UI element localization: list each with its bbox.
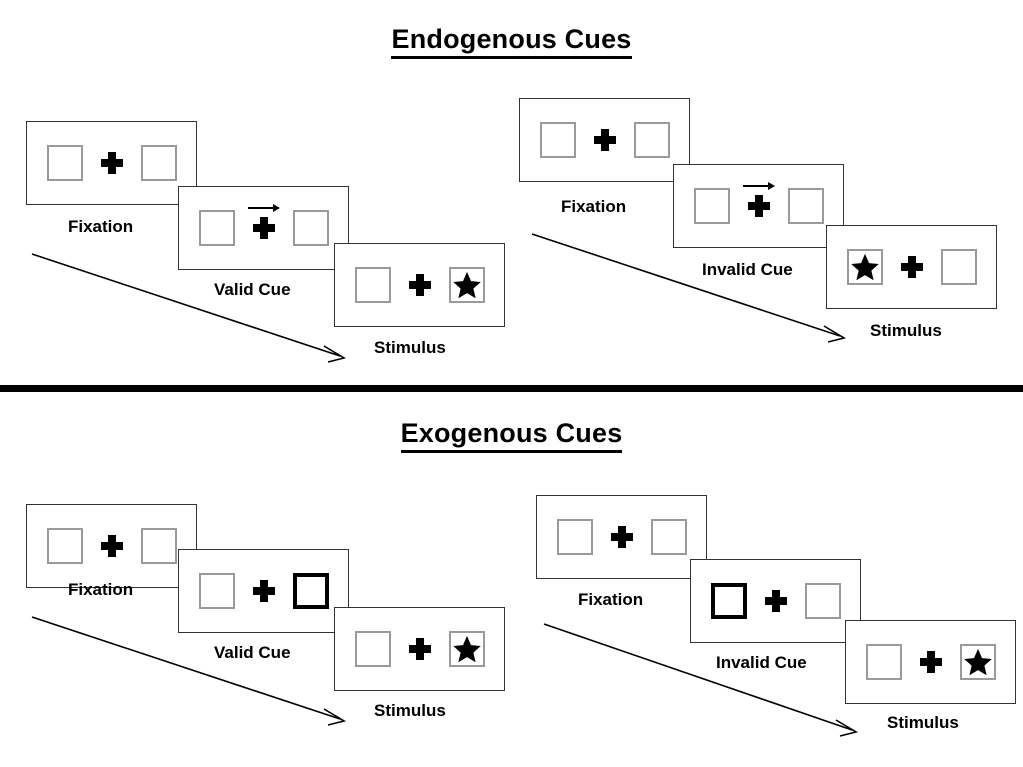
exogenous-invalid-fixation-label: Fixation (578, 590, 644, 609)
right-box (633, 122, 670, 158)
exogenous-valid-fixation-label: Fixation (68, 580, 134, 599)
plus-cross-icon (900, 256, 923, 278)
star-icon (452, 271, 481, 299)
left-box (354, 267, 391, 303)
right-box (940, 249, 977, 285)
exogenous-invalid-cue-panel[interactable] (690, 559, 861, 643)
left-box (46, 528, 83, 564)
left-box (693, 188, 730, 224)
star-icon (452, 635, 481, 663)
section-divider (0, 385, 1023, 392)
panel-inner (354, 267, 485, 303)
panel-inner (46, 145, 177, 181)
panel-inner (846, 249, 977, 285)
right-box (292, 210, 329, 246)
endogenous-invalid-fixation-panel[interactable] (519, 98, 690, 182)
right-box (787, 188, 824, 224)
left-box-cued (710, 583, 747, 619)
panel-inner (539, 122, 670, 158)
endogenous-valid-fixation-label: Fixation (68, 217, 134, 236)
plus-cross-icon (100, 535, 123, 557)
left-box-target (846, 249, 883, 285)
plus-cross-icon (919, 651, 942, 673)
plus-cross-icon (742, 182, 775, 217)
endogenous-valid-cue-panel[interactable] (178, 186, 349, 270)
panel-inner (693, 182, 824, 224)
endogenous-invalid-cue-label: Invalid Cue (702, 260, 793, 279)
right-box-target (448, 267, 485, 303)
endogenous-invalid-stimulus-label: Stimulus (870, 321, 942, 340)
plus-cross-icon (252, 580, 275, 602)
left-box (198, 573, 235, 609)
exogenous-valid-stimulus-panel[interactable] (334, 607, 505, 691)
exogenous-invalid-stimulus-panel[interactable] (845, 620, 1016, 704)
left-box (865, 644, 902, 680)
plus-cross-icon (593, 129, 616, 151)
endogenous-valid-cue-label: Valid Cue (214, 280, 291, 299)
left-box (46, 145, 83, 181)
exogenous-invalid-cue-label: Invalid Cue (716, 653, 807, 672)
panel-inner (556, 519, 687, 555)
panel-inner (354, 631, 485, 667)
right-box (650, 519, 687, 555)
panel-inner (865, 644, 996, 680)
star-icon (963, 648, 992, 676)
left-box (539, 122, 576, 158)
right-box (804, 583, 841, 619)
plus-cross-icon (408, 274, 431, 296)
left-box (354, 631, 391, 667)
left-box (198, 210, 235, 246)
endogenous-valid-stimulus-panel[interactable] (334, 243, 505, 327)
right-box-target (959, 644, 996, 680)
left-box (556, 519, 593, 555)
plus-cross-icon (100, 152, 123, 174)
panel-inner (198, 204, 329, 246)
star-icon (850, 253, 879, 281)
plus-cross-icon (408, 638, 431, 660)
arrow-right-icon (247, 204, 280, 212)
endogenous-invalid-stimulus-panel[interactable] (826, 225, 997, 309)
exogenous-valid-stimulus-label: Stimulus (374, 701, 446, 720)
endogenous-valid-fixation-panel[interactable] (26, 121, 197, 205)
right-box (140, 145, 177, 181)
exogenous-section-title: Exogenous Cues (0, 418, 1023, 453)
exogenous-valid-cue-panel[interactable] (178, 549, 349, 633)
right-box (140, 528, 177, 564)
arrow-right-icon (742, 182, 775, 190)
exogenous-invalid-fixation-panel[interactable] (536, 495, 707, 579)
panel-inner (46, 528, 177, 564)
panel-inner (198, 573, 329, 609)
endogenous-invalid-cue-panel[interactable] (673, 164, 844, 248)
exogenous-invalid-stimulus-label: Stimulus (887, 713, 959, 732)
right-box-target (448, 631, 485, 667)
endogenous-valid-stimulus-label: Stimulus (374, 338, 446, 357)
exogenous-valid-cue-label: Valid Cue (214, 643, 291, 662)
exogenous-valid-fixation-panel[interactable] (26, 504, 197, 588)
plus-cross-icon (247, 204, 280, 239)
right-box-cued (292, 573, 329, 609)
endogenous-invalid-fixation-label: Fixation (561, 197, 627, 216)
plus-cross-icon (610, 526, 633, 548)
panel-inner (710, 583, 841, 619)
endogenous-section-title: Endogenous Cues (0, 24, 1023, 59)
plus-cross-icon (764, 590, 787, 612)
